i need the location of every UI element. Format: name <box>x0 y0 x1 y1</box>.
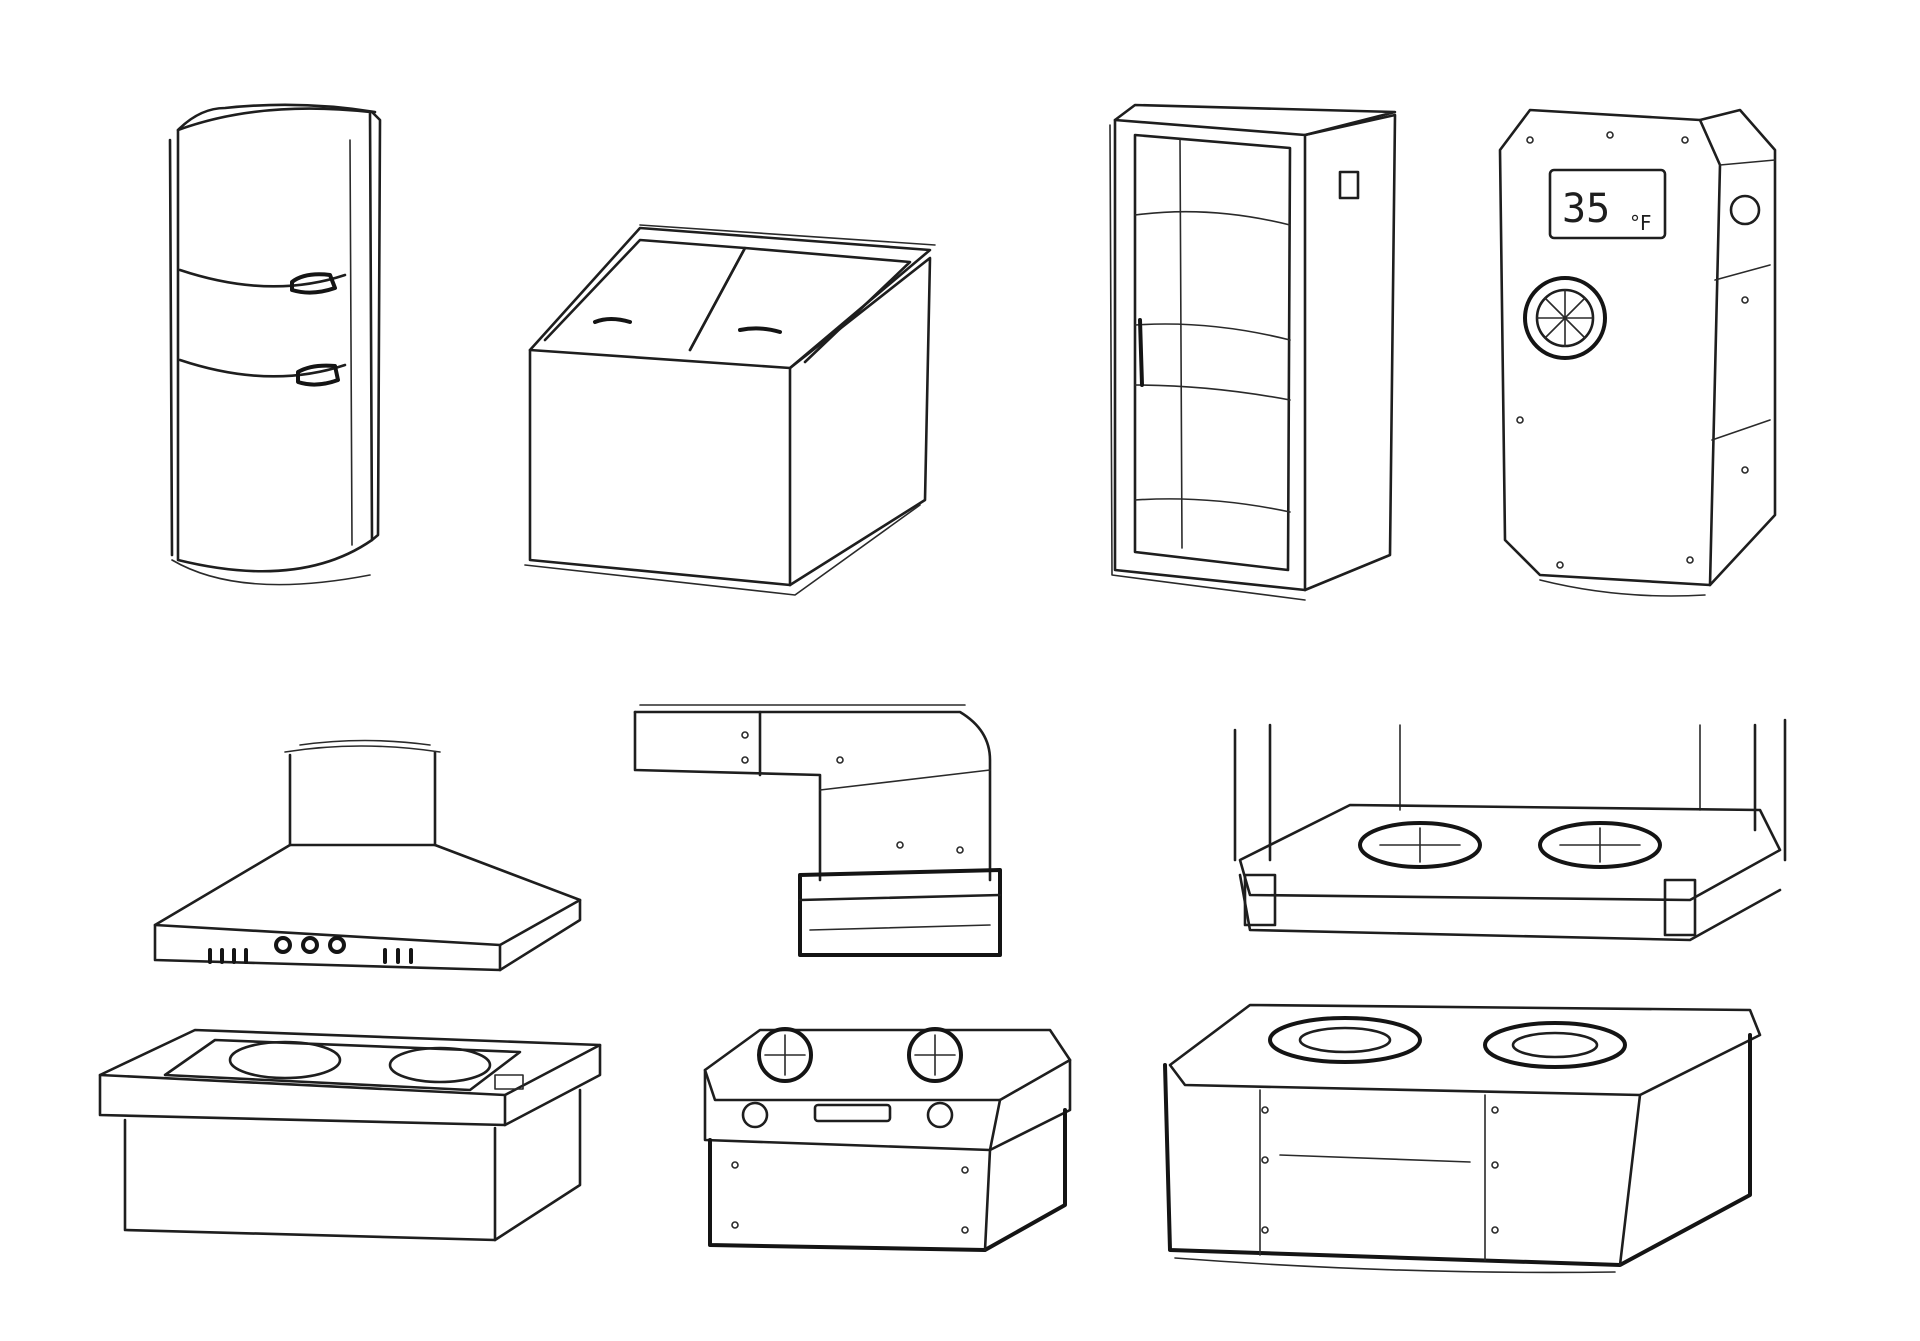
induction-cooktop-sketch <box>98 1028 602 1242</box>
burner-right <box>1538 821 1662 869</box>
temperature-readout: 35 <box>1562 186 1610 232</box>
hotplate-left <box>228 1040 342 1080</box>
armored-fridge-sketch: 35 °F <box>1498 108 1777 597</box>
burner-left <box>1358 821 1482 869</box>
temperature-display <box>1548 168 1667 240</box>
large-stove-sketch <box>1163 1003 1762 1274</box>
chest-freezer-sketch <box>524 224 936 596</box>
burner-left <box>1268 1016 1422 1064</box>
burner-right <box>907 1027 963 1083</box>
burner-right <box>1483 1021 1627 1069</box>
tall-fridge-sketch <box>168 103 382 586</box>
range-hood-sketch <box>153 739 582 972</box>
knob-right <box>926 1101 954 1129</box>
vent-duct-sketch <box>633 704 1002 957</box>
knob-left <box>741 1101 769 1129</box>
burner-left <box>757 1027 813 1083</box>
glass-door-fridge-sketch <box>1109 103 1397 601</box>
compact-stove-sketch <box>703 1027 1072 1252</box>
fan-icon <box>1523 276 1607 360</box>
temperature-unit: °F <box>1630 211 1652 235</box>
hanging-stove-frame-sketch <box>1233 718 1787 942</box>
hotplate-right <box>388 1046 492 1084</box>
